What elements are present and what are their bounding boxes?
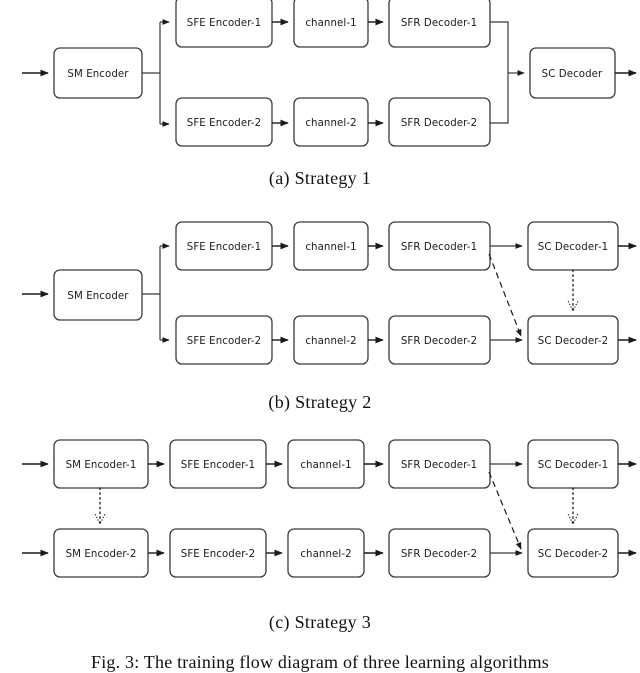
node-sm-encoder-2-label: SM Encoder-2 [66,549,137,560]
edge-merge-bus [490,21,509,124]
node-sc-decoder-2-label: SC Decoder-2 [538,336,608,347]
node-sfr-decoder-2-label: SFR Decoder-2 [401,336,477,347]
strategy-3-diagram: SM Encoder-1 SFE Encoder-1 channel-1 SFR… [22,439,637,578]
edge-dashed-sfr1-to-sc2 [488,253,522,337]
figure-caption: Fig. 3: The training flow diagram of thr… [91,652,549,672]
panel-strategy-1: SM Encoder SFE Encoder-1 channel-1 SFR D… [0,0,640,160]
node-sc-decoder-1-label: SC Decoder-1 [538,460,608,471]
node-channel-2 [293,97,369,147]
panel-strategy-2: SM Encoder SFE Encoder-1 channel-1 SFR D… [0,210,640,380]
node-sc-decoder-label: SC Decoder [542,69,603,80]
node-sfe-encoder-2-label: SFE Encoder-2 [187,336,261,347]
caption-strategy-3: (c) Strategy 3 [268,612,372,632]
edge-dashed-sfr1-to-sc2 [488,471,522,550]
node-sfe-encoder-1-label: SFE Encoder-1 [187,18,261,29]
node-sfe-encoder-1-label: SFE Encoder-1 [181,460,255,471]
node-sfr-decoder-2 [388,97,491,147]
node-sfe-encoder-2-label: SFE Encoder-2 [187,118,261,129]
node-channel-1-label: channel-1 [305,18,356,29]
node-sc-decoder-2-label: SC Decoder-2 [538,549,608,560]
strategy-2-diagram: SM Encoder SFE Encoder-1 channel-1 SFR D… [22,221,637,365]
node-sfr-decoder-1-label: SFR Decoder-1 [401,460,477,471]
node-sfr-decoder-1-label: SFR Decoder-1 [401,242,477,253]
node-channel-1-label: channel-1 [300,460,351,471]
node-sfe-encoder-2-label: SFE Encoder-2 [181,549,255,560]
node-sm-encoder-label: SM Encoder [67,69,129,80]
node-sc-decoder-1-label: SC Decoder-1 [538,242,608,253]
node-sm-encoder [53,269,143,321]
node-sfr-decoder-2-label: SFR Decoder-2 [401,118,477,129]
node-channel-2-label: channel-2 [305,336,356,347]
node-sfr-decoder-1-label: SFR Decoder-1 [401,18,477,29]
caption-strategy-1: (a) Strategy 1 [268,168,372,188]
node-sm-encoder-label: SM Encoder [67,291,129,302]
node-sfr-decoder-2-label: SFR Decoder-2 [401,549,477,560]
caption-strategy-2: (b) Strategy 2 [268,392,372,412]
node-channel-2-label: channel-2 [300,549,351,560]
node-channel-1-label: channel-1 [305,242,356,253]
strategy-1-diagram: SM Encoder SFE Encoder-1 channel-1 SFR D… [22,0,637,147]
panel-strategy-3: SM Encoder-1 SFE Encoder-1 channel-1 SFR… [0,430,640,600]
node-sfe-encoder-1-label: SFE Encoder-1 [187,242,261,253]
node-channel-2-label: channel-2 [305,118,356,129]
node-sfe-encoder-2 [175,97,273,147]
node-sm-encoder-1-label: SM Encoder-1 [66,460,137,471]
